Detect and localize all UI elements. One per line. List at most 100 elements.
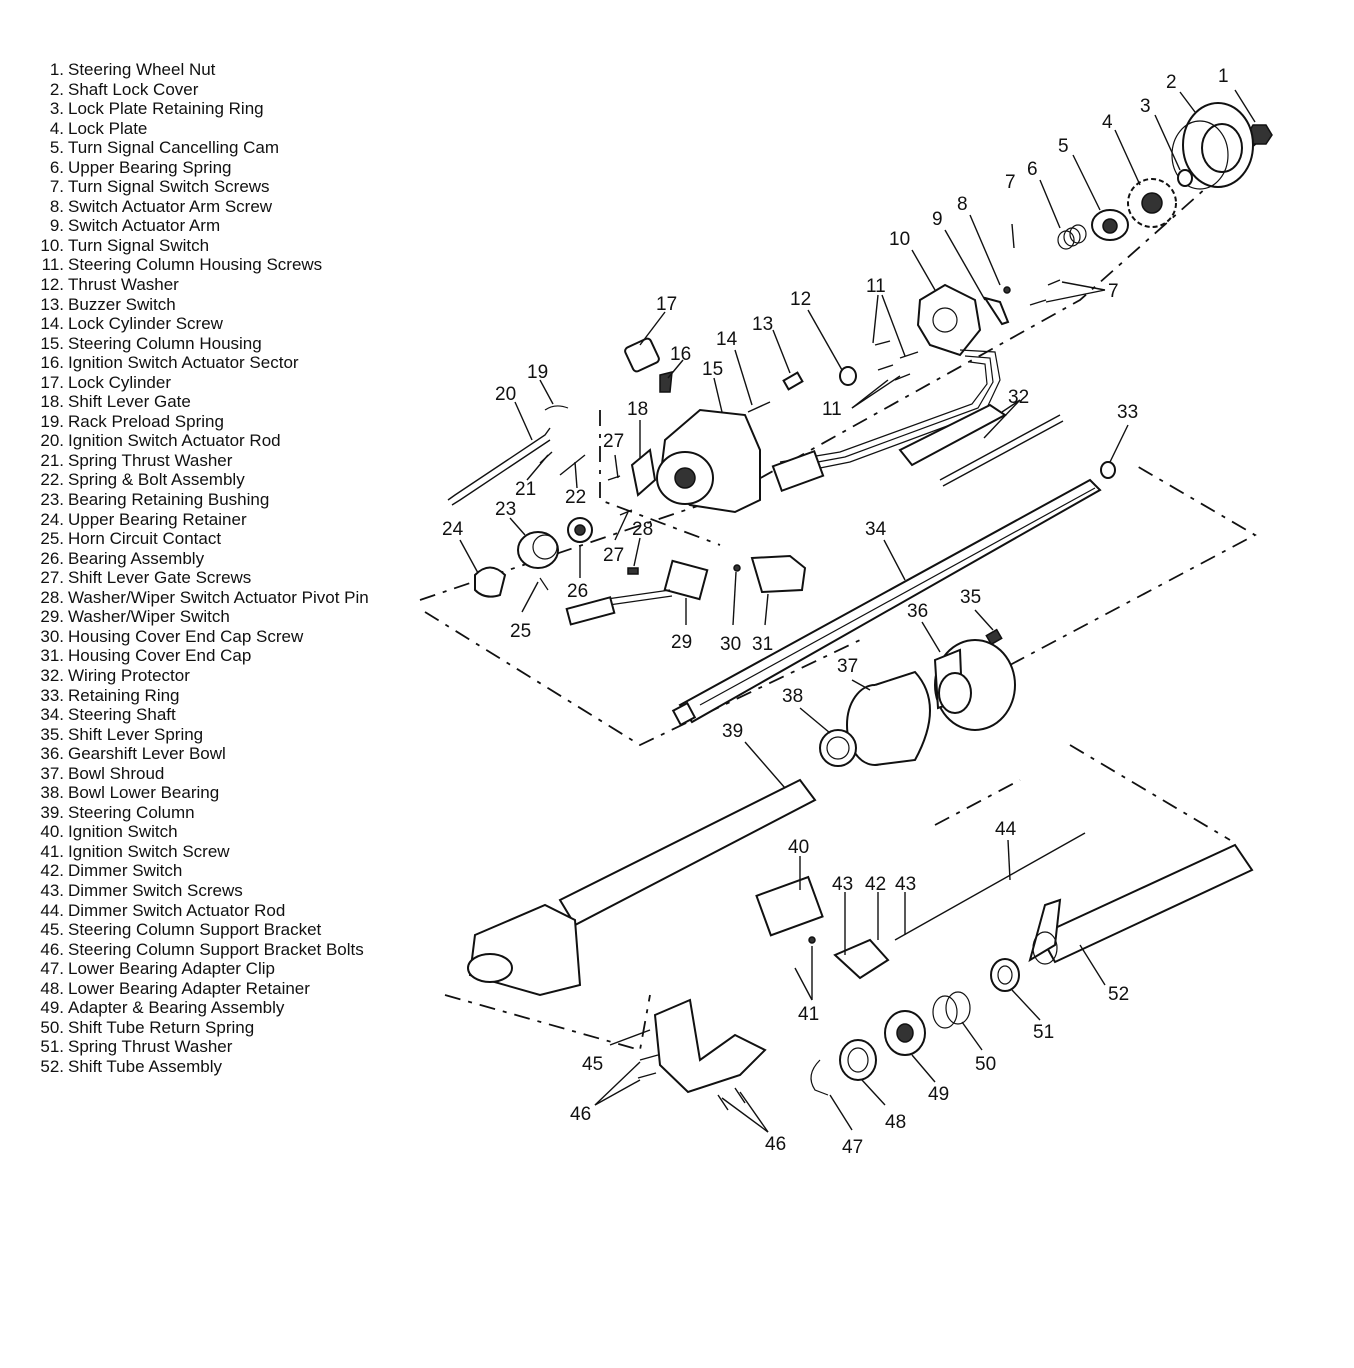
upper-bearing-retainer: [474, 566, 507, 598]
legend-number: 22.: [40, 470, 64, 490]
legend-number: 24.: [40, 509, 64, 529]
legend-item: 6.Upper Bearing Spring: [34, 158, 434, 178]
legend-number: 7.: [49, 177, 64, 197]
retaining-ring: [1100, 461, 1116, 479]
legend-number: 15.: [40, 333, 64, 353]
legend-item: 27.Shift Lever Gate Screws: [34, 568, 434, 588]
shift-lever-spring: [985, 628, 1003, 646]
legend-label: Horn Circuit Contact: [68, 529, 222, 549]
callout-21: 21: [515, 479, 536, 500]
legend-number: 14.: [40, 314, 64, 334]
shift-tube-return-spring: [932, 991, 971, 1029]
steering-shaft: [671, 478, 1102, 727]
callout-22: 22: [565, 487, 586, 508]
callout-36: 36: [907, 601, 928, 622]
legend-label: Ignition Switch: [68, 822, 178, 842]
thrust-washer: [839, 366, 857, 386]
legend-label: Lock Plate: [68, 118, 148, 138]
legend-item: 26.Bearing Assembly: [34, 549, 434, 569]
callout-38: 38: [782, 686, 803, 707]
legend-item: 29.Washer/Wiper Switch: [34, 607, 434, 627]
legend-label: Housing Cover End Cap Screw: [68, 626, 304, 646]
legend-number: 9.: [49, 216, 64, 236]
legend-number: 3.: [49, 99, 64, 119]
legend-item: 52.Shift Tube Assembly: [34, 1057, 434, 1077]
legend-label: Steering Shaft: [68, 705, 176, 725]
legend-label: Shift Lever Gate: [68, 392, 191, 412]
legend-label: Shift Tube Return Spring: [68, 1017, 255, 1037]
legend-number: 4.: [49, 118, 64, 138]
legend-label: Wiring Protector: [68, 665, 190, 685]
legend-label: Housing Cover End Cap: [68, 646, 252, 666]
callout-7-lower: 7: [1108, 281, 1119, 302]
dimmer-switch-screws: [844, 925, 906, 955]
legend-label: Bearing Retaining Bushing: [68, 490, 270, 510]
buzzer-switch: [782, 371, 804, 391]
callout-4: 4: [1102, 112, 1113, 133]
ignition-switch-screw: [808, 936, 816, 944]
legend-label: Lock Cylinder Screw: [68, 314, 223, 334]
legend-number: 48.: [40, 978, 64, 998]
bearing-retaining-bushing: [517, 531, 559, 569]
legend-label: Adapter & Bearing Assembly: [68, 998, 285, 1018]
legend-number: 19.: [40, 411, 64, 431]
legend-number: 26.: [40, 548, 64, 568]
legend-label: Steering Column Support Bracket Bolts: [68, 939, 364, 959]
legend-item: 11.Steering Column Housing Screws: [34, 255, 434, 275]
legend-number: 12.: [40, 275, 64, 295]
legend-item: 38.Bowl Lower Bearing: [34, 783, 434, 803]
legend-label: Spring Thrust Washer: [68, 1037, 233, 1057]
legend-label: Bearing Assembly: [68, 548, 205, 568]
legend-item: 17.Lock Cylinder: [34, 373, 434, 393]
legend-label: Bowl Lower Bearing: [68, 783, 220, 803]
callout-9: 9: [932, 209, 943, 230]
callout-labels: 1 2 3 4 5 6 7 7 8 9 10 11 11 12 13 14 15…: [442, 66, 1229, 1158]
legend-item: 37.Bowl Shroud: [34, 764, 434, 784]
legend-item: 40.Ignition Switch: [34, 822, 434, 842]
legend-number: 11.: [41, 255, 64, 275]
legend-number: 28.: [40, 587, 64, 607]
callout-51: 51: [1033, 1022, 1054, 1043]
legend-item: 51.Spring Thrust Washer: [34, 1037, 434, 1057]
callout-24: 24: [442, 519, 464, 540]
shaft-lock-cover: [1171, 102, 1254, 190]
legend-label: Steering Column Housing Screws: [68, 255, 323, 275]
legend-item: 28.Washer/Wiper Switch Actuator Pivot Pi…: [34, 588, 434, 608]
legend-label: Lower Bearing Adapter Clip: [68, 959, 275, 979]
legend-label: Lower Bearing Adapter Retainer: [68, 978, 310, 998]
legend-item: 4.Lock Plate: [34, 119, 434, 139]
legend-label: Lock Cylinder: [68, 372, 171, 392]
legend-label: Steering Wheel Nut: [68, 60, 216, 79]
dimmer-switch-actuator-rod: [894, 832, 1086, 941]
lower-right-centerline: [1069, 744, 1231, 841]
callout-16: 16: [670, 344, 691, 365]
legend-item: 48.Lower Bearing Adapter Retainer: [34, 979, 434, 999]
legend-item: 10.Turn Signal Switch: [34, 236, 434, 256]
ignition-switch: [755, 875, 824, 937]
dimmer-switch: [833, 938, 890, 980]
legend-item: 34.Steering Shaft: [34, 705, 434, 725]
legend-number: 41.: [40, 841, 64, 861]
legend-label: Thrust Washer: [68, 275, 179, 295]
callout-7-upper: 7: [1005, 172, 1016, 193]
callout-13: 13: [752, 314, 773, 335]
legend-item: 43.Dimmer Switch Screws: [34, 881, 434, 901]
legend-label: Ignition Switch Screw: [68, 841, 230, 861]
shift-lever-gate-screws: [607, 475, 633, 516]
legend-item: 35.Shift Lever Spring: [34, 725, 434, 745]
legend-label: Gearshift Lever Bowl: [68, 744, 226, 764]
legend-number: 45.: [40, 920, 64, 940]
callout-12: 12: [790, 289, 811, 310]
legend-label: Rack Preload Spring: [68, 411, 224, 431]
callout-43-right: 43: [895, 874, 916, 895]
legend-number: 44.: [40, 900, 64, 920]
legend-number: 38.: [40, 783, 64, 803]
turn-signal-switch-screws: [1011, 223, 1061, 306]
legend-number: 5.: [49, 138, 64, 158]
steering-column-housing-screws: [874, 340, 919, 381]
wiring-protector: [898, 403, 1064, 487]
washer-wiper-pivot-pin: [627, 567, 639, 575]
switch-actuator-arm: [982, 286, 1011, 326]
legend-label: Shift Tube Assembly: [68, 1056, 223, 1076]
callout-20: 20: [495, 384, 516, 405]
